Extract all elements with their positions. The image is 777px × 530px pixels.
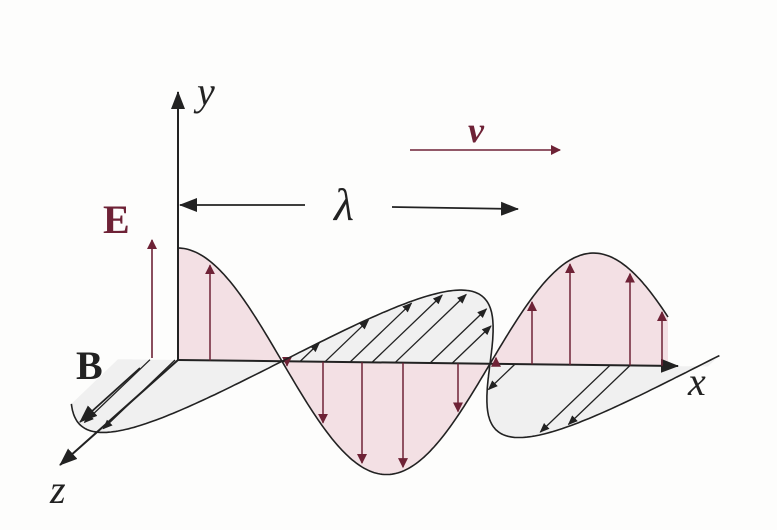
electric-field-label: E bbox=[103, 197, 130, 242]
z-axis-label: z bbox=[50, 467, 66, 512]
magnetic-field-vector bbox=[451, 325, 492, 364]
magnetic-field-vector bbox=[567, 365, 631, 426]
x-axis bbox=[177, 358, 679, 373]
magnetic-field-region bbox=[71, 290, 720, 438]
wavelength-arrow-right bbox=[391, 201, 519, 216]
wavelength-label: λ bbox=[334, 179, 354, 230]
magnetic-field-label: B bbox=[76, 343, 103, 388]
z-axis bbox=[59, 359, 179, 466]
magnetic-field-curve bbox=[70, 289, 720, 439]
magnetic-field-vector bbox=[299, 342, 321, 362]
magnetic-field-vector bbox=[487, 363, 516, 391]
electric-field-vectors bbox=[205, 263, 667, 469]
magnetic-field-vector bbox=[349, 302, 413, 363]
b-legend-arrow bbox=[79, 367, 141, 423]
magnetic-field-vector bbox=[429, 308, 488, 364]
electric-field-fill bbox=[178, 248, 668, 475]
electric-field-region bbox=[178, 248, 668, 475]
y-axis-label: y bbox=[197, 69, 215, 114]
velocity-label: v bbox=[468, 110, 484, 150]
magnetic-field-vector bbox=[539, 364, 611, 433]
magnetic-field-vector bbox=[394, 293, 467, 364]
magnetic-field-vectors bbox=[83, 293, 631, 433]
magnetic-field-vector bbox=[324, 319, 370, 363]
magnetic-field-fill bbox=[71, 290, 720, 438]
x-axis-label: x bbox=[688, 359, 706, 404]
electric-field-curve bbox=[177, 247, 669, 476]
magnetic-field-vector bbox=[371, 294, 443, 363]
magnetic-field-vector bbox=[102, 359, 176, 430]
